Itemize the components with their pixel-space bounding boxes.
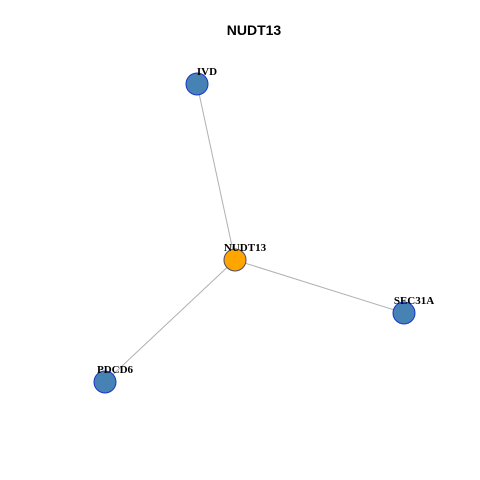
node-label-sec31a: SEC31A (394, 295, 434, 307)
label-layer: NUDT13 IVD SEC31A PDCD6 (97, 66, 434, 376)
edge-nudt13-pdcd6 (104, 259, 236, 383)
graph-title: NUDT13 (227, 22, 282, 38)
edge-nudt13-ivd (196, 83, 236, 261)
edge-layer (104, 83, 405, 383)
node-label-pdcd6: PDCD6 (97, 364, 134, 376)
node-pdcd6 (93, 370, 117, 394)
node-sec31a (392, 301, 416, 325)
node-layer (93, 72, 416, 394)
node-label-nudt13: NUDT13 (224, 242, 267, 254)
node-ivd (185, 72, 209, 96)
edge-nudt13-sec31a (234, 259, 405, 314)
node-nudt13 (223, 248, 247, 272)
node-label-ivd: IVD (197, 66, 217, 78)
